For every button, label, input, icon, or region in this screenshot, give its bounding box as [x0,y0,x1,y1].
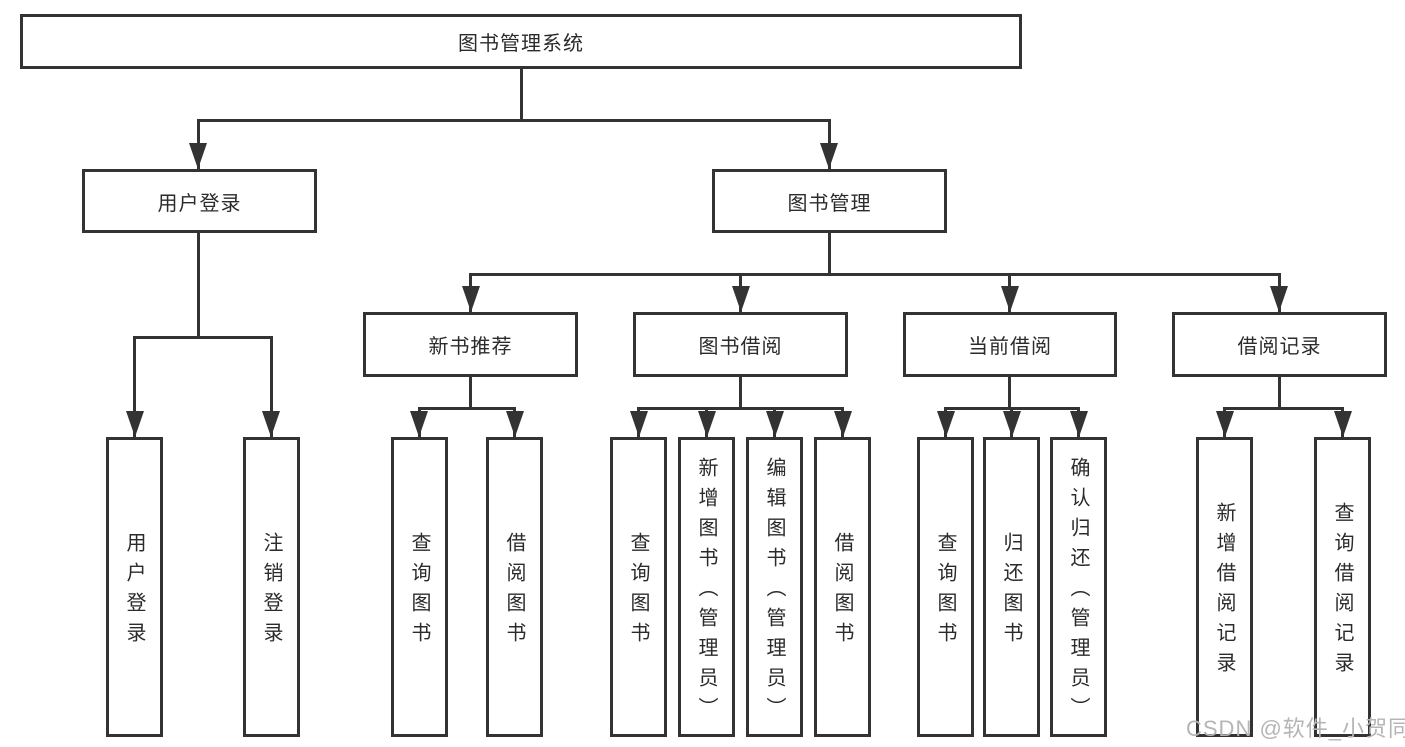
node-current-borrowing: 当前借阅 [903,312,1117,377]
node-user-login-label: 用户登录 [157,192,242,215]
connector-line [828,233,831,273]
node-new-book-recommend: 新书推荐 [363,312,578,377]
connector-arrowhead [1003,411,1021,437]
node-library-system: 图书管理系统 [20,14,1022,69]
leaf-current-confirm-return-admin-label: 确认归还（管理员） [1067,457,1089,727]
connector-line [1278,377,1281,407]
connector-line [1008,377,1011,407]
connector-arrowhead [1216,411,1234,437]
leaf-current-return-book: 归还图书 [983,437,1040,737]
leaf-user-login-label: 用户登录 [123,532,145,652]
connector-line [637,407,844,410]
connector-arrowhead [126,411,144,437]
leaf-borrow-edit-book-admin-label: 编辑图书（管理员） [763,457,785,727]
node-current-borrowing-label: 当前借阅 [968,336,1052,358]
leaf-borrow-add-book-admin-label: 新增图书（管理员） [695,457,717,727]
leaf-borrow-edit-book-admin: 编辑图书（管理员） [746,437,803,737]
watermark-text: CSDN @软件_小贺同学 [1186,716,1405,741]
connector-line [1223,407,1344,410]
connector-arrowhead [820,143,838,169]
leaf-borrow-borrow-book: 借阅图书 [814,437,871,737]
leaf-user-login: 用户登录 [106,437,163,737]
leaf-logout: 注销登录 [243,437,300,737]
connector-line [469,273,1281,276]
leaf-newbook-query-book: 查询图书 [391,437,448,737]
leaf-newbook-borrow-book: 借阅图书 [486,437,543,737]
node-borrowing-records-label: 借阅记录 [1237,336,1322,358]
node-book-management-label: 图书管理 [787,192,872,215]
leaf-borrow-borrow-book-label: 借阅图书 [831,532,853,652]
connector-line [270,336,273,437]
connector-arrowhead [834,411,852,437]
leaf-record-add-borrow-record: 新增借阅记录 [1196,437,1253,737]
connector-arrowhead [1334,411,1352,437]
connector-line [739,377,742,407]
connector-arrowhead [937,411,955,437]
leaf-borrow-query-book: 查询图书 [610,437,667,737]
leaf-borrow-query-book-label: 查询图书 [627,532,649,652]
connector-arrowhead [410,411,428,437]
node-book-borrowing: 图书借阅 [633,312,848,377]
connector-line [133,336,136,437]
node-user-login: 用户登录 [82,169,317,233]
node-library-system-label: 图书管理系统 [458,33,584,55]
connector-line [469,377,472,407]
connector-arrowhead [506,411,524,437]
leaf-newbook-borrow-book-label: 借阅图书 [503,532,525,652]
leaf-newbook-query-book-label: 查询图书 [408,532,430,652]
node-new-book-recommend-label: 新书推荐 [428,336,513,358]
leaf-borrow-add-book-admin: 新增图书（管理员） [678,437,735,737]
leaf-current-return-book-label: 归还图书 [1000,532,1022,652]
connector-line [197,233,200,336]
leaf-current-query-book: 查询图书 [917,437,974,737]
connector-arrowhead [262,411,280,437]
connector-arrowhead [766,411,784,437]
connector-arrowhead [630,411,648,437]
leaf-current-confirm-return-admin: 确认归还（管理员） [1050,437,1107,737]
leaf-record-query-borrow-record-label: 查询借阅记录 [1331,502,1353,682]
leaf-record-add-borrow-record-label: 新增借阅记录 [1213,502,1235,682]
connector-arrowhead [1001,286,1019,312]
connector-line [520,69,523,119]
leaf-logout-label: 注销登录 [260,532,282,652]
node-book-management: 图书管理 [712,169,947,233]
connector-arrowhead [189,143,207,169]
connector-arrowhead [462,286,480,312]
node-borrowing-records: 借阅记录 [1172,312,1387,377]
connector-arrowhead [698,411,716,437]
connector-line [198,119,831,122]
connector-arrowhead [1270,286,1288,312]
leaf-current-query-book-label: 查询图书 [934,532,956,652]
connector-arrowhead [1070,411,1088,437]
connector-line [133,336,273,339]
connector-arrowhead [732,286,750,312]
node-book-borrowing-label: 图书借阅 [698,336,783,358]
leaf-record-query-borrow-record: 查询借阅记录 [1314,437,1371,737]
connector-line [418,407,516,410]
